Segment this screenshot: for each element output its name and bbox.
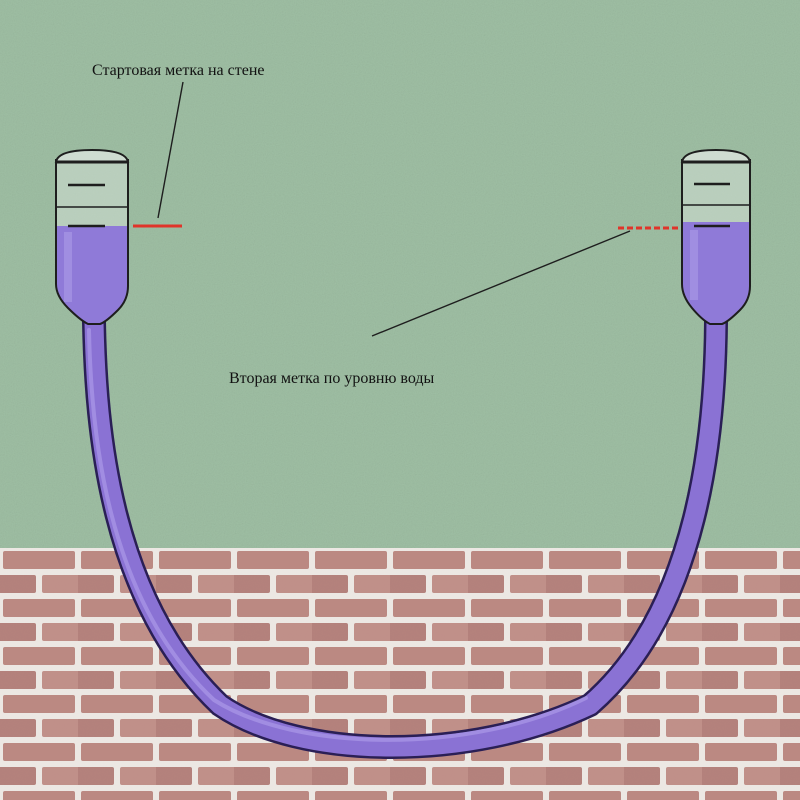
right-vessel [680,148,752,325]
start-mark-leader [157,81,184,219]
hose [82,310,728,759]
second-mark-label: Вторая метка по уровню воды [229,370,435,387]
right-vessel-cap [680,148,752,163]
plaster-wall [0,0,800,548]
right-vessel-water [682,222,750,324]
second-mark-leader [371,230,631,337]
start-mark-label: Стартовая метка на стене [92,62,265,79]
left-vessel-cap [54,148,130,163]
left-vessel [54,148,130,325]
